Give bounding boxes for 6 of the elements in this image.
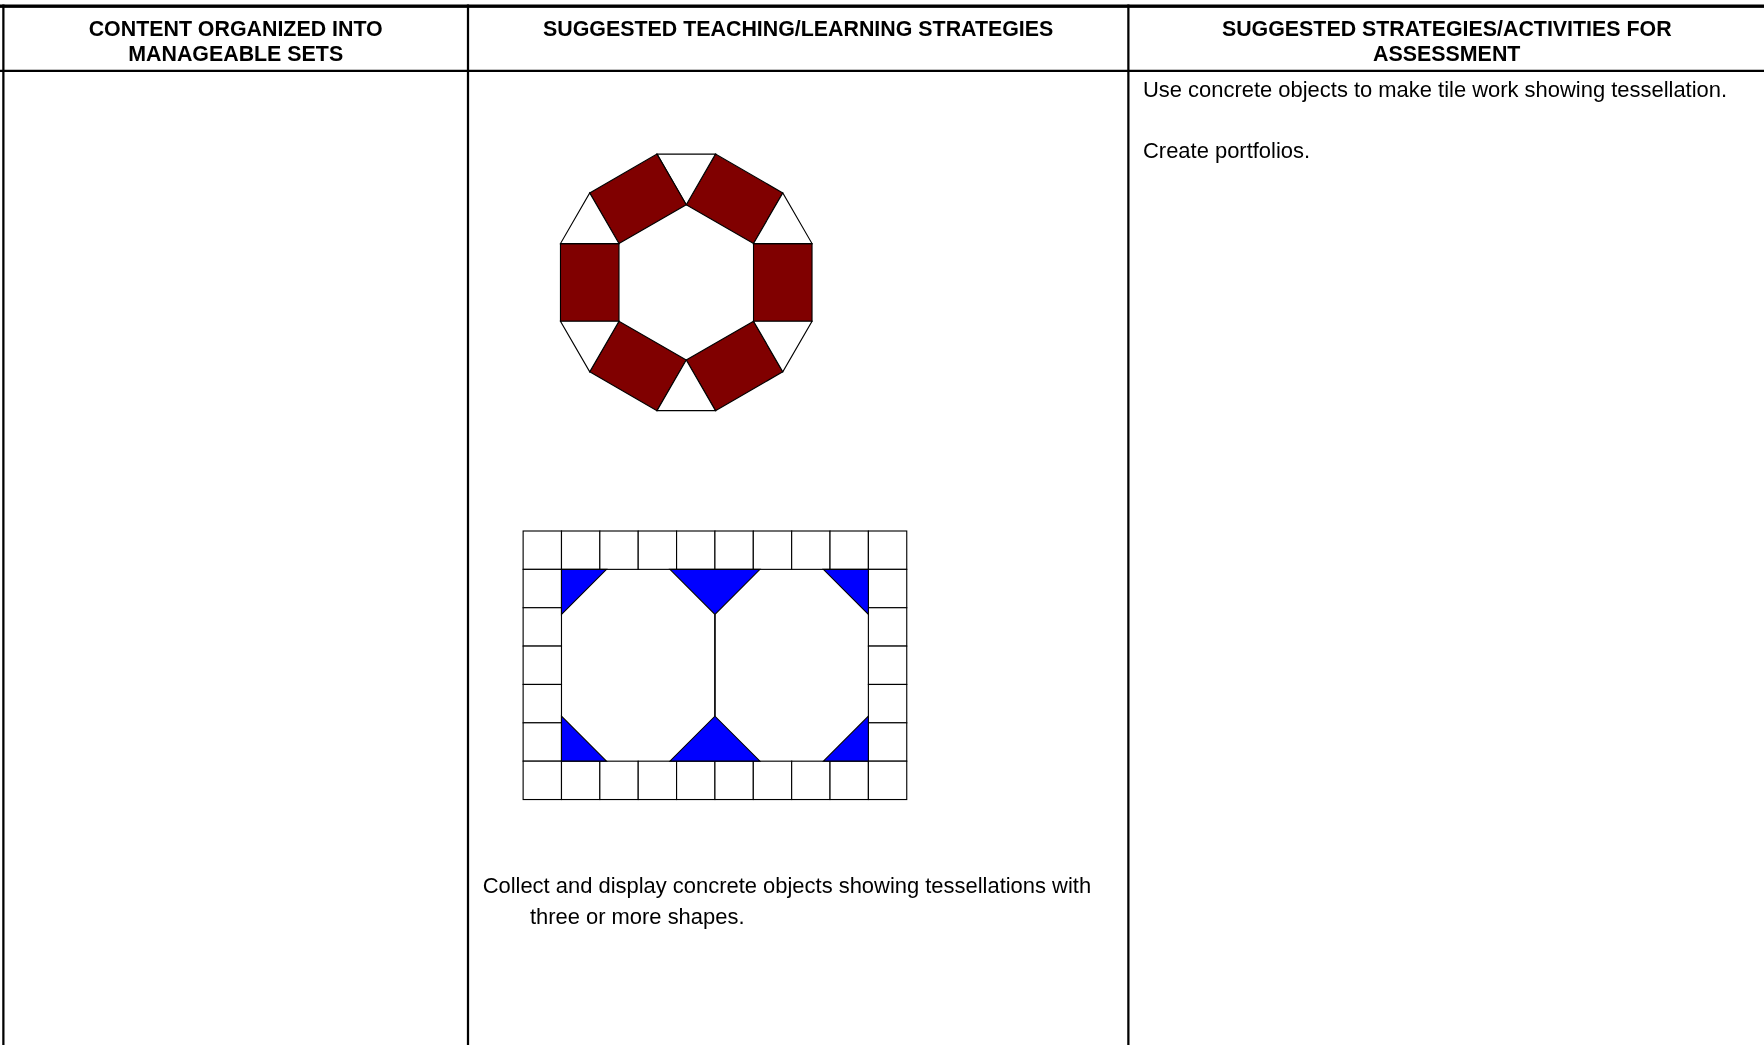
cell-text: Collect and display concrete objects showing tessellations with three or more shapes. — [482, 872, 1093, 931]
column-header: SUGGESTED STRATEGIES/ACTIVITIES FOR ASSESSMENT — [1220, 15, 1673, 67]
column-header: CONTENT ORGANIZED INTO MANAGEABLE SETS — [87, 15, 384, 67]
column-header: SUGGESTED TEACHING/LEARNING STRATEGIES — [542, 15, 1055, 42]
cell-text: Use concrete objects to make tile work showing tessellation. — [1143, 75, 1729, 104]
cell-text: Create portfolios. — [1143, 136, 1312, 165]
